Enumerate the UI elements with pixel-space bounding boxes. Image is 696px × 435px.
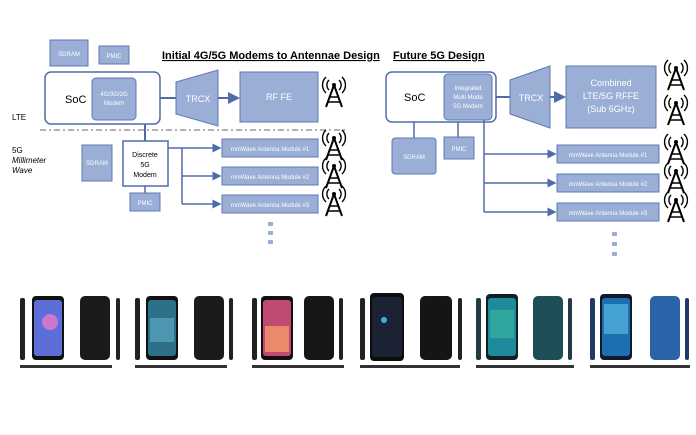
modem-label-2: Modem	[104, 101, 124, 107]
trcx-label-right: TRCX	[519, 93, 544, 103]
more-modules-dot	[268, 240, 273, 244]
discrete-label-2: 5G	[140, 162, 149, 169]
combined-rffe-label-3: (Sub 6GHz)	[587, 104, 635, 114]
integrated-modem-label-2: Multi Mode	[453, 95, 483, 101]
tower-icon	[663, 59, 689, 91]
soc-label-right: SoC	[404, 92, 425, 104]
antenna-module-right-2-label: mmWave Antenna Module #2	[569, 182, 648, 188]
integrated-modem-label-3: 5G Modem	[453, 104, 483, 110]
tower-icon	[321, 157, 347, 189]
phone-product-image	[590, 294, 690, 368]
antenna-module-3	[221, 194, 319, 214]
modem-box	[91, 77, 137, 121]
more-modules-dot	[268, 231, 273, 235]
antenna-module-right-3-label: mmWave Antenna Module #3	[569, 211, 648, 217]
mmw-label-3: Wave	[12, 166, 33, 175]
tower-icon	[321, 129, 347, 161]
trcx-block	[175, 69, 219, 127]
antenna-module-right-2	[556, 173, 660, 193]
integrated-modem-label-1: Integrated	[454, 86, 481, 92]
antenna-module-right-3	[556, 202, 660, 222]
sdram-label-right: SDRAM	[403, 155, 425, 161]
tower-icon	[663, 133, 689, 165]
soc-label: SoC	[65, 94, 86, 106]
antenna-module-2-label: mmWave Antenna Module #2	[231, 175, 310, 181]
rffe-label: RF FE	[266, 92, 292, 102]
right-title: Future 5G Design	[393, 50, 485, 62]
antenna-module-2	[221, 166, 319, 186]
left-title: Initial 4G/5G Modems to Antennae Design	[162, 50, 380, 62]
combined-rffe-box	[565, 65, 657, 129]
combined-rffe-label-2: LTE/5G RFFE	[583, 91, 639, 101]
modem-label-1: 4G/3G/2G	[100, 92, 128, 98]
phone-product-image	[135, 296, 233, 368]
sdram-label-bottom: SDRAM	[86, 161, 108, 167]
more-modules-dot	[268, 222, 273, 226]
lte-label: LTE	[12, 113, 26, 122]
sdram-chip-right	[391, 137, 437, 175]
pmic-label-bottom: PMIC	[138, 201, 154, 207]
phone-product-image	[252, 296, 344, 368]
antenna-module-1	[221, 138, 319, 158]
antenna-module-right-1-label: mmWave Antenna Module #1	[569, 153, 648, 159]
combined-rffe-label-1: Combined	[590, 78, 631, 88]
discrete-label-1: Discrete	[132, 152, 158, 159]
phone-product-image	[360, 293, 462, 368]
pmic-chip-bottom	[129, 192, 161, 212]
phone-product-image	[20, 296, 120, 368]
discrete-label-3: Modem	[133, 172, 157, 179]
pmic-chip-right	[443, 136, 475, 160]
pmic-chip	[98, 45, 130, 65]
integrated-modem-box	[443, 73, 493, 121]
trcx-block-right	[509, 65, 551, 129]
more-modules-dot	[612, 242, 617, 246]
tower-icon	[663, 162, 689, 194]
pmic-label-right: PMIC	[452, 147, 468, 153]
trcx-label: TRCX	[186, 94, 211, 104]
tower-icon	[321, 76, 347, 108]
sdram-label: SDRAM	[58, 52, 80, 58]
antenna-module-1-label: mmWave Antenna Module #1	[231, 147, 310, 153]
mmw-label-1: 5G	[12, 146, 23, 155]
rffe-box	[239, 71, 319, 123]
mmw-label-2: Millimeter	[12, 156, 47, 165]
tower-icon	[663, 94, 689, 126]
more-modules-dot	[612, 232, 617, 236]
pmic-label: PMIC	[107, 54, 123, 60]
more-modules-dot	[612, 252, 617, 256]
antenna-module-3-label: mmWave Antenna Module #3	[231, 203, 310, 209]
sdram-chip-bottom	[81, 144, 113, 182]
sdram-chip	[49, 39, 89, 67]
antenna-module-right-1	[556, 144, 660, 164]
tower-icon	[663, 191, 689, 223]
tower-icon	[321, 185, 347, 217]
phone-product-image	[476, 294, 574, 368]
discrete-modem-box	[122, 140, 169, 187]
